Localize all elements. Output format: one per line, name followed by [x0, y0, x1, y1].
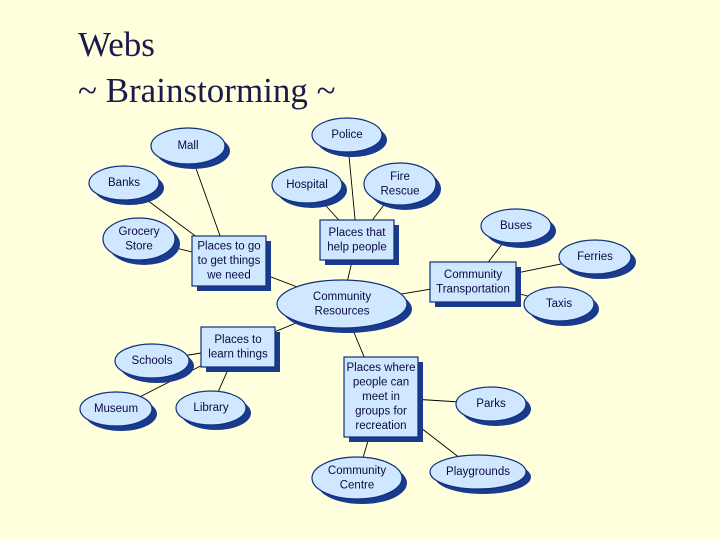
node-places-help: Places that help people — [319, 219, 399, 265]
node-label-line: Centre — [340, 479, 375, 491]
node-shape — [88, 165, 160, 201]
node-label-line: Community — [444, 269, 502, 281]
node-shape — [200, 326, 276, 368]
node-shape — [311, 456, 403, 500]
node-taxis: Taxis — [523, 286, 599, 326]
node-buses: Buses — [480, 208, 556, 248]
node-shape — [102, 217, 176, 261]
node-label-line: Resources — [315, 305, 370, 317]
node-police: Police — [311, 117, 387, 157]
node-shape — [79, 391, 153, 427]
node-mall: Mall — [150, 127, 230, 169]
node-label-line: Mall — [177, 140, 198, 152]
node-shape — [175, 390, 247, 426]
node-label-line: to get things — [198, 255, 261, 267]
node-shape — [271, 166, 343, 204]
node-shape — [523, 286, 595, 322]
node-places-recreation: Places where people can meet in groups for r… — [343, 356, 423, 442]
node-shape — [150, 127, 226, 165]
node-label-line: Fire — [390, 171, 410, 183]
node-banks: Banks — [88, 165, 164, 205]
node-places-learn: Places to learn things — [200, 326, 280, 372]
node-label-line: Community — [328, 465, 386, 477]
node-schools: Schools — [114, 343, 194, 383]
node-label-line: Rescue — [381, 185, 420, 197]
node-museum: Museum — [79, 391, 157, 431]
title-line-webs: Webs — [78, 25, 155, 64]
node-label-line: Buses — [500, 220, 532, 232]
node-shape — [319, 219, 395, 261]
node-shape — [429, 454, 527, 490]
node-label-line: Taxis — [546, 298, 572, 310]
node-label-line: people can — [353, 377, 409, 389]
node-label-line: learn things — [208, 348, 268, 360]
node-ferries: Ferries — [558, 239, 636, 279]
node-label-line: Ferries — [577, 251, 613, 263]
node-shape — [480, 208, 552, 244]
node-label-line: Community — [313, 291, 371, 303]
title-line-brainstorming: ~ Brainstorming ~ — [78, 71, 336, 110]
node-label-line: Hospital — [286, 179, 328, 191]
node-label-line: Schools — [132, 355, 173, 367]
node-label-line: Parks — [476, 398, 506, 410]
node-shape — [114, 343, 190, 379]
node-shape — [311, 117, 383, 153]
node-shape — [429, 261, 517, 303]
node-label-line: Store — [125, 240, 153, 252]
node-label-line: Banks — [108, 177, 140, 189]
node-label-line: Playgrounds — [446, 466, 510, 478]
node-shape — [343, 356, 419, 438]
node-label-line: Places to go — [197, 241, 260, 253]
node-label-line: Places to — [214, 334, 261, 346]
node-shape — [276, 279, 408, 329]
node-shape — [191, 235, 267, 287]
node-label-line: Museum — [94, 403, 138, 415]
node-places-needs: Places to go to get things we need — [191, 235, 271, 291]
node-label-line: we need — [206, 270, 250, 282]
node-playgrounds: Playgrounds — [429, 454, 531, 494]
node-label-line: Police — [331, 129, 362, 141]
node-label-line: recreation — [355, 420, 406, 432]
node-label-line: Places that — [329, 227, 387, 239]
node-shape — [455, 386, 527, 422]
node-shape — [558, 239, 632, 275]
node-label-line: Places where — [346, 362, 415, 374]
node-library: Library — [175, 390, 251, 430]
node-label-line: Transportation — [436, 283, 510, 295]
node-label-line: Library — [193, 402, 228, 414]
node-hospital: Hospital — [271, 166, 347, 208]
node-parks: Parks — [455, 386, 531, 426]
node-label-line: Grocery — [119, 226, 160, 238]
node-label-line: meet in — [362, 391, 400, 403]
node-shape — [363, 162, 437, 206]
slide-title: Webs ~ Brainstorming ~ — [78, 22, 336, 114]
node-label-line: groups for — [355, 406, 407, 418]
node-label-line: help people — [327, 241, 386, 253]
